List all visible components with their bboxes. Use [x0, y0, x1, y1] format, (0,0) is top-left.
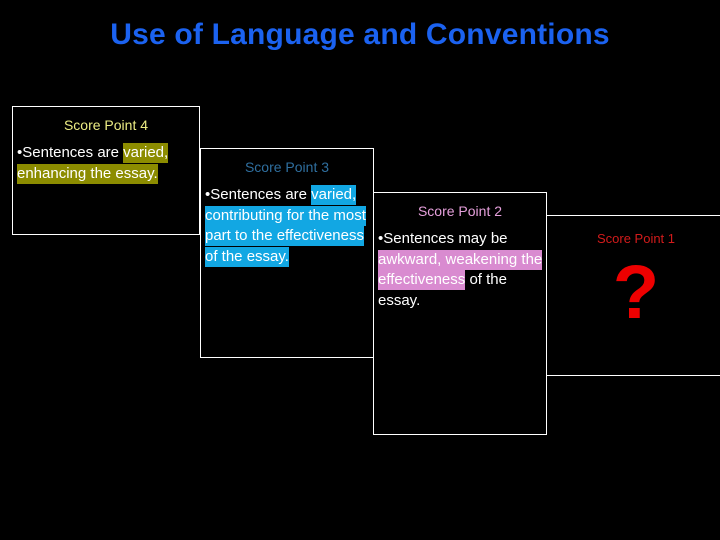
bullet-marker: • — [17, 144, 23, 161]
bullet-marker: • — [378, 230, 384, 247]
bullet-marker: • — [205, 186, 211, 203]
score-point-2-body: •Sentences may be awkward, weakening the… — [374, 220, 546, 315]
score-point-2-text-plain-trailing: of the essay. — [378, 271, 507, 309]
score-point-4-body: •Sentences are varied, enhancing the ess… — [13, 134, 199, 188]
score-point-4-heading: Score Point 4 — [63, 117, 149, 133]
score-point-1-box[interactable]: Score Point 1 ? — [546, 215, 720, 376]
score-point-1-heading: Score Point 1 — [596, 231, 676, 246]
score-point-3-body: •Sentences are varied, contributing for … — [201, 176, 373, 271]
score-point-3-box[interactable]: Score Point 3 •Sentences are varied, con… — [200, 148, 374, 358]
score-point-4-text-plain: Sentences are — [22, 144, 124, 161]
page-title: Use of Language and Conventions — [110, 18, 610, 51]
score-point-2-heading: Score Point 2 — [417, 203, 503, 219]
score-point-4-box[interactable]: Score Point 4 •Sentences are varied, enh… — [12, 106, 200, 235]
score-point-2-text-highlighted: awkward, weakening the effectiveness — [378, 249, 543, 290]
score-point-2-box[interactable]: Score Point 2 •Sentences may be awkward,… — [373, 192, 547, 435]
score-point-3-heading: Score Point 3 — [244, 159, 330, 175]
score-point-2-text-plain-leading: Sentences may be — [383, 230, 508, 247]
question-mark-icon: ? — [612, 250, 660, 335]
score-point-3-text-plain: Sentences are — [210, 186, 312, 203]
score-point-4-text-highlighted: varied, enhancing the essay. — [17, 143, 169, 184]
